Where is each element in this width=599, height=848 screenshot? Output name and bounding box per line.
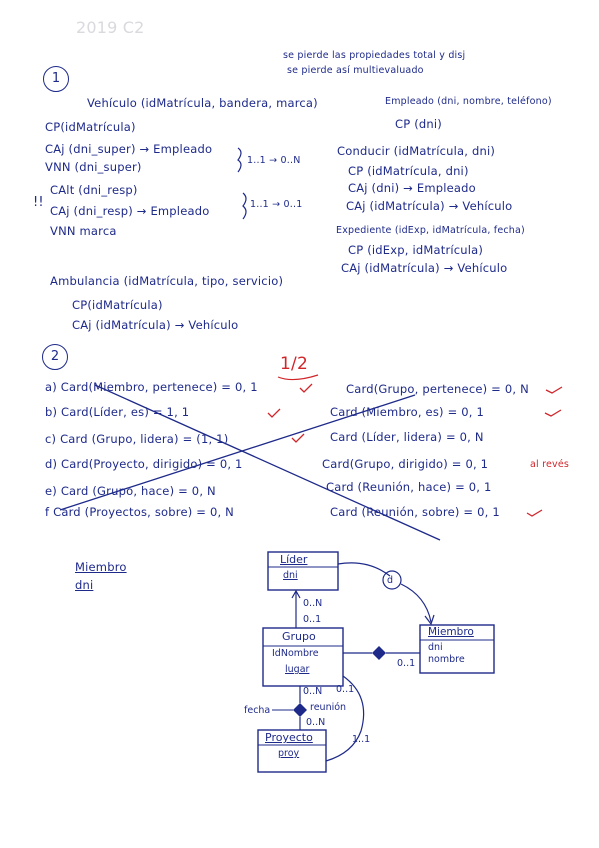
note-line-2: se pierde así multievaluado xyxy=(287,65,424,76)
s2-right-2: Card (Líder, lidera) = 0, N xyxy=(330,430,484,444)
score-underline xyxy=(277,374,319,381)
grupo-reunion-card-b: 0..1 xyxy=(336,684,355,695)
s2-right-5: Card (Reunión, sobre) = 0, 1 xyxy=(330,505,500,519)
s2-left-0: a) Card(Miembro, pertenece) = 0, 1 xyxy=(45,380,258,394)
grupo-box xyxy=(262,627,344,687)
card-note-2: 1..1 → 0..1 xyxy=(250,199,303,210)
reunion-label: reunión xyxy=(310,702,347,713)
grupo-miembro-card: 0..1 xyxy=(397,658,416,669)
cross-stroke-2 xyxy=(59,394,416,511)
s1-right-1: CP (dni) xyxy=(395,117,442,131)
s2-left-5: f Card (Proyectos, sobre) = 0, N xyxy=(45,505,234,519)
s1-left-4: CAlt (dni_resp) xyxy=(50,183,138,197)
grupo-reunion-card-a: 0..N xyxy=(303,686,323,697)
s1-right-7: CP (idExp, idMatrícula) xyxy=(348,243,484,257)
s1-left-9: CAj (idMatrícula) → Vehículo xyxy=(72,318,239,332)
s1-right-4: CAj (dni) → Empleado xyxy=(348,181,476,195)
s1-left-5: CAj (dni_resp) → Empleado xyxy=(50,204,210,218)
grupo-attr-2: lugar xyxy=(285,664,310,675)
exclaim-mark: !! xyxy=(33,195,44,210)
s1-left-7: Ambulancia (idMatrícula, tipo, servicio) xyxy=(50,274,284,288)
s1-left-1: CP(idMatrícula) xyxy=(45,120,136,134)
s2-left-1: b) Card(Líder, es) = 1, 1 xyxy=(45,405,190,419)
check-b xyxy=(267,408,281,418)
s2-right-3: Card(Grupo, dirigido) = 0, 1 xyxy=(322,457,489,471)
section-1-number: 1 xyxy=(43,66,69,92)
brace-1 xyxy=(237,147,242,173)
s1-right-3: CP (idMatrícula, dni) xyxy=(348,164,469,178)
s1-left-0: Vehículo (idMatrícula, bandera, marca) xyxy=(87,96,318,110)
cross-stroke-1 xyxy=(94,384,441,541)
s1-right-2: Conducir (idMatrícula, dni) xyxy=(337,144,496,158)
miembro-attr-2: nombre xyxy=(428,654,465,665)
grupo-title: Grupo xyxy=(282,630,316,643)
s2-right-4: Card (Reunión, hace) = 0, 1 xyxy=(326,480,492,494)
card-note-1: 1..1 → 0..N xyxy=(247,155,301,166)
s1-left-6: VNN marca xyxy=(50,224,117,238)
check-a xyxy=(299,383,313,393)
pertenece-diamond xyxy=(372,646,386,660)
header-title: 2019 C2 xyxy=(76,18,145,37)
s1-right-8: CAj (idMatrícula) → Vehículo xyxy=(341,261,508,275)
bottom-miembro: Miembro xyxy=(75,560,127,574)
proyecto-box xyxy=(257,729,327,773)
fecha-label: fecha xyxy=(244,705,271,716)
grupo-attr-1: IdNombre xyxy=(272,648,319,659)
check-r1 xyxy=(545,386,563,394)
proyecto-title: Proyecto xyxy=(265,731,313,744)
miembro-title: Miembro xyxy=(428,626,474,638)
s1-left-8: CP(idMatrícula) xyxy=(72,298,163,312)
section-2-number: 2 xyxy=(42,344,68,370)
s1-left-2: CAj (dni_super) → Empleado xyxy=(45,142,213,156)
s2-right-1: Card (Miembro, es) = 0, 1 xyxy=(330,405,485,419)
reunion-diamond xyxy=(293,703,307,717)
miembro-box xyxy=(419,624,495,674)
check-r6 xyxy=(526,509,543,517)
reunion-proyecto-card: 0..N xyxy=(306,717,326,728)
lider-grupo-card-top: 0..N xyxy=(303,598,323,609)
lider-box xyxy=(267,551,339,591)
lider-grupo-card-bottom: 0..1 xyxy=(303,614,322,625)
note-line-1: se pierde las propiedades total y disj xyxy=(283,50,466,61)
bottom-dni: dni xyxy=(75,578,94,592)
lider-title: Líder xyxy=(280,553,308,566)
s2-left-4: e) Card (Grupo, hace) = 0, N xyxy=(45,484,216,498)
score: 1/2 xyxy=(280,354,308,374)
lider-attr: dni xyxy=(283,570,298,581)
s1-right-5: CAj (idMatrícula) → Vehículo xyxy=(346,199,513,213)
proyecto-attr: proy xyxy=(278,748,300,759)
s1-right-0: Empleado (dni, nombre, teléfono) xyxy=(385,96,552,107)
proyecto-card: 1..1 xyxy=(352,734,371,745)
miembro-attr-1: dni xyxy=(428,642,443,653)
s2-left-2: c) Card (Grupo, lidera) = (1, 1) xyxy=(45,432,229,446)
s1-left-3: VNN (dni_super) xyxy=(45,160,142,174)
check-r2 xyxy=(544,409,562,417)
check-c xyxy=(291,433,305,443)
s2-right-0: Card(Grupo, pertenece) = 0, N xyxy=(346,382,529,396)
s1-right-6: Expediente (idExp, idMatrícula, fecha) xyxy=(336,225,525,236)
side-note: al revés xyxy=(530,459,570,470)
disjoint-circle xyxy=(382,570,402,590)
s2-left-3: d) Card(Proyecto, dirigido) = 0, 1 xyxy=(45,457,243,471)
circle-d-label: d xyxy=(387,575,394,586)
brace-2 xyxy=(242,192,247,220)
